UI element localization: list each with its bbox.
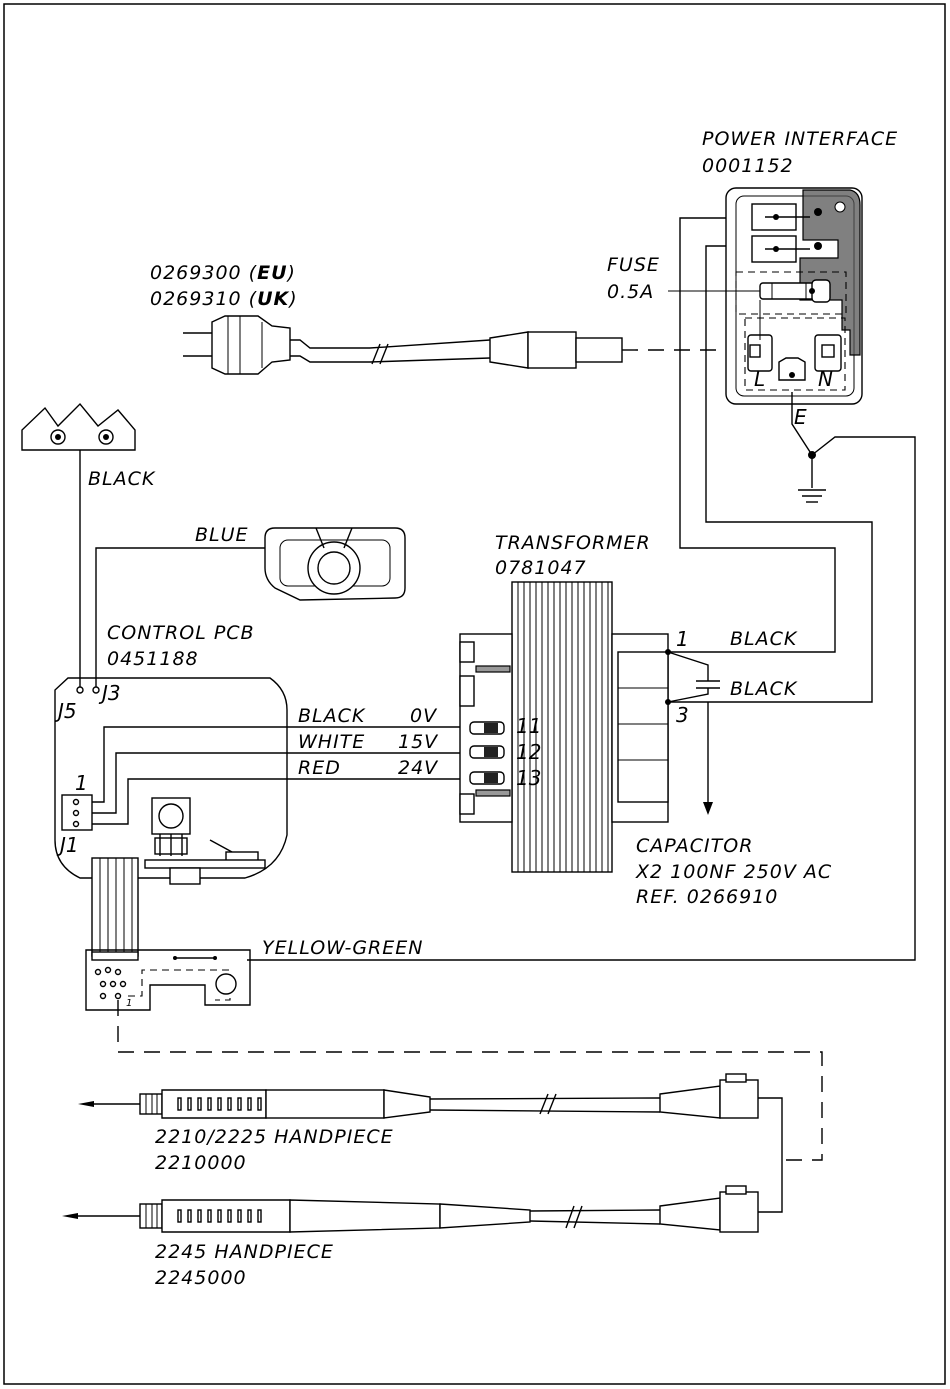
- blue-wire-label: BLUE: [195, 524, 249, 546]
- fuse-label: FUSE: [607, 254, 660, 276]
- j5-label: J5: [54, 699, 77, 723]
- j1-pin-label: 1: [75, 771, 88, 795]
- power-interface-title: POWER INTERFACE: [702, 128, 898, 150]
- power-interface: POWER INTERFACE 0001152 L N E: [702, 128, 898, 429]
- svg-text:0269310 (UK): 0269310 (UK): [150, 288, 298, 310]
- wire-voltage-0: 0V: [410, 705, 438, 727]
- pin-label-11: 11: [516, 714, 541, 738]
- cord-eu-code: 0269300: [150, 262, 242, 284]
- power-interface-code: 0001152: [702, 155, 794, 177]
- handpiece-connector-board: 1: [86, 950, 250, 1010]
- primary-wire-3-color: BLACK: [730, 678, 798, 700]
- control-pcb-title: CONTROL PCB: [107, 622, 255, 644]
- svg-text:0269300 (EU): 0269300 (EU): [150, 262, 296, 284]
- handpiece-2245: [62, 1186, 758, 1232]
- control-pcb-code: 0451188: [107, 648, 199, 670]
- ribbon-cable: [92, 858, 138, 956]
- wire-color-1: WHITE: [298, 731, 365, 753]
- cord-uk-code: 0269310: [150, 288, 242, 310]
- control-pcb: J5 J3 1 J1: [54, 678, 287, 884]
- wire-voltage-1: 15V: [398, 731, 439, 753]
- wire-voltage-2: 24V: [398, 757, 439, 779]
- wire-color-0: BLACK: [298, 705, 366, 727]
- transformer-code: 0781047: [495, 557, 587, 579]
- handpiece-2245-code: 2245000: [155, 1267, 247, 1289]
- connector-pin-1: 1: [126, 998, 132, 1009]
- yellow-green-label: YELLOW-GREEN: [262, 937, 423, 959]
- pin-label-1: 1: [676, 627, 689, 651]
- blue-clip: [265, 528, 405, 600]
- capacitor-spec: X2 100NF 250V AC: [635, 861, 832, 883]
- capacitor-title: CAPACITOR: [636, 835, 753, 857]
- transformer-title: TRANSFORMER: [495, 532, 651, 554]
- capacitor: [668, 652, 720, 815]
- capacitor-ref: REF. 0266910: [636, 886, 778, 908]
- terminal-e-label: E: [794, 405, 807, 429]
- power-cord: 0269300 (EU) 0269310 (UK): [150, 262, 726, 374]
- pin-label-12: 12: [516, 740, 541, 764]
- terminal-l-label: L: [754, 367, 765, 391]
- cord-uk-tag: UK: [257, 288, 289, 310]
- pin-label-3: 3: [676, 703, 689, 727]
- cord-eu-tag: EU: [257, 262, 287, 284]
- j1-label: J1: [56, 833, 79, 857]
- wire-color-2: RED: [298, 757, 341, 779]
- handpiece-2210: [78, 1074, 758, 1118]
- handpiece-2210-code: 2210000: [155, 1152, 247, 1174]
- j3-label: J3: [98, 681, 121, 705]
- earth-wire-label: BLACK: [88, 468, 156, 490]
- primary-wire-1-color: BLACK: [730, 628, 798, 650]
- earth-stud-connector: [22, 404, 135, 450]
- terminal-n-label: N: [818, 367, 833, 391]
- handpiece-2210-title: 2210/2225 HANDPIECE: [155, 1126, 394, 1148]
- pin-label-13: 13: [516, 766, 541, 790]
- handpiece-2245-title: 2245 HANDPIECE: [155, 1241, 334, 1263]
- transformer: [460, 582, 671, 872]
- fuse-rating: 0.5A: [607, 281, 654, 303]
